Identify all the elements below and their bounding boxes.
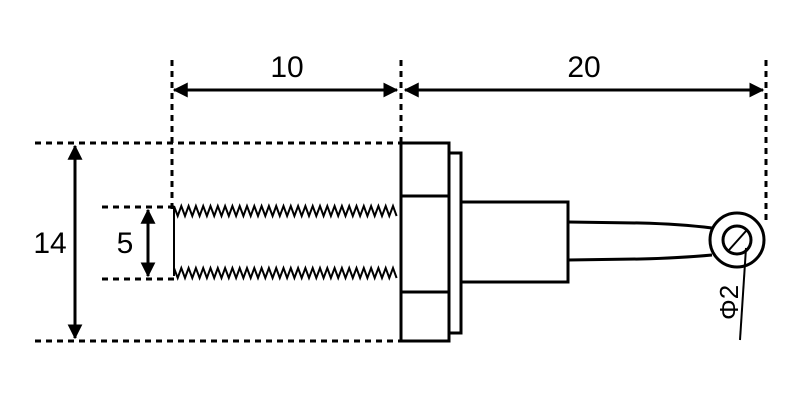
dimension-lines [67, 82, 765, 340]
phi-symbol: Φ [714, 299, 744, 320]
hole-diameter-value: 2 [714, 285, 744, 299]
lever-eyelet [708, 211, 766, 269]
lever-top-edge [567, 220, 713, 230]
dimension-label-thread-length: 10 [270, 51, 303, 84]
extension-lines [35, 60, 768, 343]
threaded-shaft [173, 203, 398, 281]
eyelet-hole [721, 224, 753, 256]
nut-body [399, 141, 451, 343]
dimension-label-lever-length: 20 [567, 51, 600, 84]
thread-top-edge [173, 203, 398, 219]
lever-bottom-edge [567, 253, 713, 262]
thread-bottom-edge [173, 265, 398, 281]
switch-bushing [459, 200, 570, 284]
hole-diameter-label: Φ2 [714, 285, 744, 320]
eyelet-outer [708, 211, 766, 269]
eyelet-slash [728, 230, 747, 251]
toggle-lever [567, 220, 713, 262]
washer [447, 151, 463, 335]
dimension-label-body-height: 14 [33, 227, 66, 260]
dimension-label-thread-diameter: 5 [117, 227, 134, 260]
hex-nut [399, 141, 463, 343]
hole-leader-line [739, 247, 747, 341]
